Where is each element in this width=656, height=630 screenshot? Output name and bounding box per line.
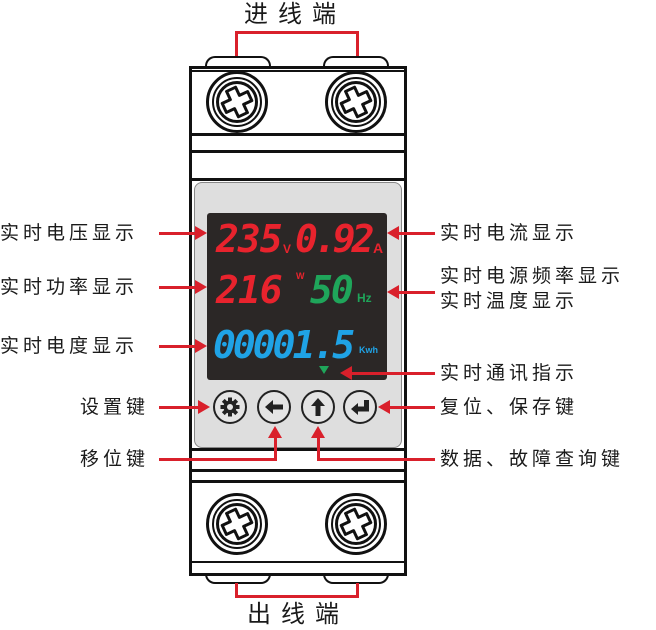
frequency-value: 50 [310,268,354,312]
callout-power-line [159,286,197,289]
power-value: 216 [216,268,283,312]
bottom-bracket-left [235,583,238,598]
top-bracket-line [235,31,359,34]
top-left-screw-icon [206,71,268,133]
callout-set-line [159,406,199,409]
callout-voltage: 实时电压显示 [0,222,139,244]
arrow-right-icon [198,400,210,414]
frequency-unit: Hz [357,291,372,305]
callout-energy: 实时电度显示 [0,335,139,357]
callout-reset-line [388,406,435,409]
callout-energy-line [159,345,197,348]
callout-current-line [397,232,435,235]
callout-frequency: 实时电源频率显示 [440,265,625,287]
arrow-left-icon [387,285,399,299]
callout-query-line-h [317,458,435,461]
bottom-edge-line [189,561,407,563]
energy-value: 00001.5 [213,323,355,367]
callout-frequency-line [397,291,435,294]
comm-indicator-icon [319,366,329,374]
callout-shift-key: 移位键 [80,448,150,470]
top-edge-line [189,70,407,72]
current-unit: A [373,240,384,256]
bottom-left-screw-icon [206,493,268,555]
shift-button[interactable] [257,390,291,424]
arrow-right-icon [195,339,207,353]
arrow-left-icon [378,400,390,414]
input-terminal-label: 进线端 [244,0,346,28]
arrow-right-icon [195,226,207,240]
callout-comm: 实时通讯指示 [440,362,579,384]
callout-shift-line-v [274,436,277,461]
arrow-left-icon [340,366,352,380]
bottom-band-line-3 [189,480,407,483]
top-band-line-2 [189,150,407,153]
callout-shift-line-h [159,458,277,461]
top-left-terminal-tab [205,56,271,68]
arrow-up-icon [268,426,282,438]
callout-data-query: 数据、故障查询键 [440,448,625,470]
callout-set-key: 设置键 [80,396,150,418]
arrow-left-icon [265,400,283,414]
set-button[interactable] [213,390,247,424]
top-bracket-left [235,31,238,58]
top-right-terminal-tab [323,56,389,68]
callout-query-line-v [317,436,320,461]
bottom-bracket-line [235,595,359,598]
bottom-right-screw-icon [325,493,387,555]
arrow-up-icon [311,398,325,416]
enter-icon [351,400,369,415]
top-right-screw-icon [325,71,387,133]
callout-current: 实时电流显示 [440,222,579,244]
voltage-value: 235 [216,217,283,261]
arrow-up-icon [311,426,325,438]
callout-reset-save: 复位、保存键 [440,396,579,418]
bottom-band-line-1 [189,448,407,451]
top-band-line-1 [189,133,407,136]
callout-comm-line [350,372,435,375]
callout-power: 实时功率显示 [0,276,139,298]
arrow-left-icon [387,226,399,240]
reset-save-button[interactable] [343,390,377,424]
power-unit: W [296,271,305,281]
output-terminal-label: 出线端 [247,600,349,628]
gear-icon [220,397,240,417]
bottom-bracket-right [356,583,359,598]
callout-voltage-line [159,232,197,235]
top-bracket-right [356,31,359,58]
data-query-button[interactable] [301,390,335,424]
energy-unit: Kwh [359,345,378,355]
bottom-band-line-2 [189,469,407,472]
top-band-line-3 [189,178,407,181]
arrow-right-icon [195,280,207,294]
callout-temperature: 实时温度显示 [440,290,579,312]
voltage-unit: V [283,242,292,256]
lcd-display: 235 V 0.92 A 216 W 50 Hz 00001.5 Kwh [207,213,387,380]
current-value: 0.92 [295,217,374,261]
